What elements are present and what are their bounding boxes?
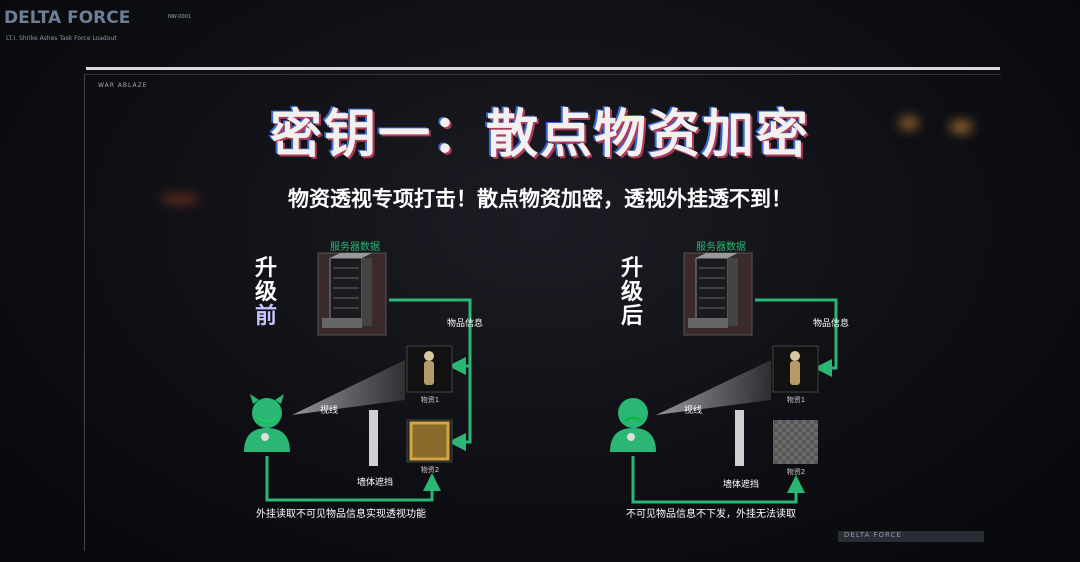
server-icon (317, 252, 387, 336)
panel-heading-char: 级 (621, 279, 643, 305)
slide-title: 密钥一：散点物资加密 (269, 105, 810, 165)
info-label: 物品信息 (813, 317, 849, 329)
item1-label: 物资1 (787, 395, 805, 404)
sight-label: 视线 (320, 404, 338, 416)
footer-brand: DELTA FORCE (838, 531, 984, 542)
after-panel: 升 级 后 服务器数据 物品信息 视线 物资1 物资2 墙体遮挡 不可见物品信息… (610, 240, 849, 520)
item2-label: 物资2 (787, 467, 805, 476)
before-panel: 升 级 前 服务器数据 物品信息 视线 物资1 物资2 墙体遮挡 外挂读取不可见… (244, 240, 483, 520)
statue-icon (424, 351, 434, 385)
item2-label: 物资2 (421, 465, 439, 474)
sight-cone (292, 360, 405, 415)
cheat-read-line (631, 456, 805, 504)
sad-face-icon (610, 398, 656, 452)
top-divider (86, 67, 1000, 70)
data-flow-line (755, 298, 838, 377)
item1-label: 物资1 (421, 395, 439, 404)
panel-heading-char: 后 (621, 304, 643, 329)
panel-heading-char: 升 (621, 256, 643, 281)
sight-label: 视线 (684, 404, 702, 416)
statue-icon (790, 351, 800, 385)
wall (369, 410, 378, 466)
caption: 不可见物品信息不下发，外挂无法读取 (626, 507, 796, 520)
cheat-read-line (265, 456, 441, 502)
frame-label: WAR ABLAZE (98, 82, 148, 89)
wall-label: 墙体遮挡 (357, 476, 393, 488)
info-label: 物品信息 (447, 317, 483, 329)
server-label: 服务器数据 (696, 240, 746, 253)
server-icon (683, 252, 753, 336)
panel-heading-char: 级 (255, 279, 277, 305)
bokeh-light (950, 122, 972, 132)
brand-subtitle: LT.I. Shrike Ashes Task Force Loadout (6, 35, 117, 42)
data-flow-line (389, 298, 472, 451)
server-label: 服务器数据 (330, 240, 380, 253)
bokeh-light (160, 196, 200, 202)
caption: 外挂读取不可见物品信息实现透视功能 (256, 507, 426, 520)
devil-icon (244, 394, 290, 452)
bokeh-light (900, 118, 918, 128)
painting-icon (409, 421, 450, 461)
panel-heading-char: 前 (255, 303, 277, 329)
panel-heading-char: 升 (255, 256, 277, 281)
brand-tag: NW-0001 (168, 14, 192, 20)
slide-subtitle: 物资透视专项打击！散点物资加密，透视外挂透不到！ (288, 187, 792, 211)
slide-frame (84, 74, 1001, 551)
wall-label: 墙体遮挡 (723, 478, 759, 490)
brand-logo: DELTA FORCE (4, 8, 131, 28)
hidden-item-placeholder (773, 420, 818, 464)
sight-cone (656, 360, 771, 415)
wall (735, 410, 744, 466)
